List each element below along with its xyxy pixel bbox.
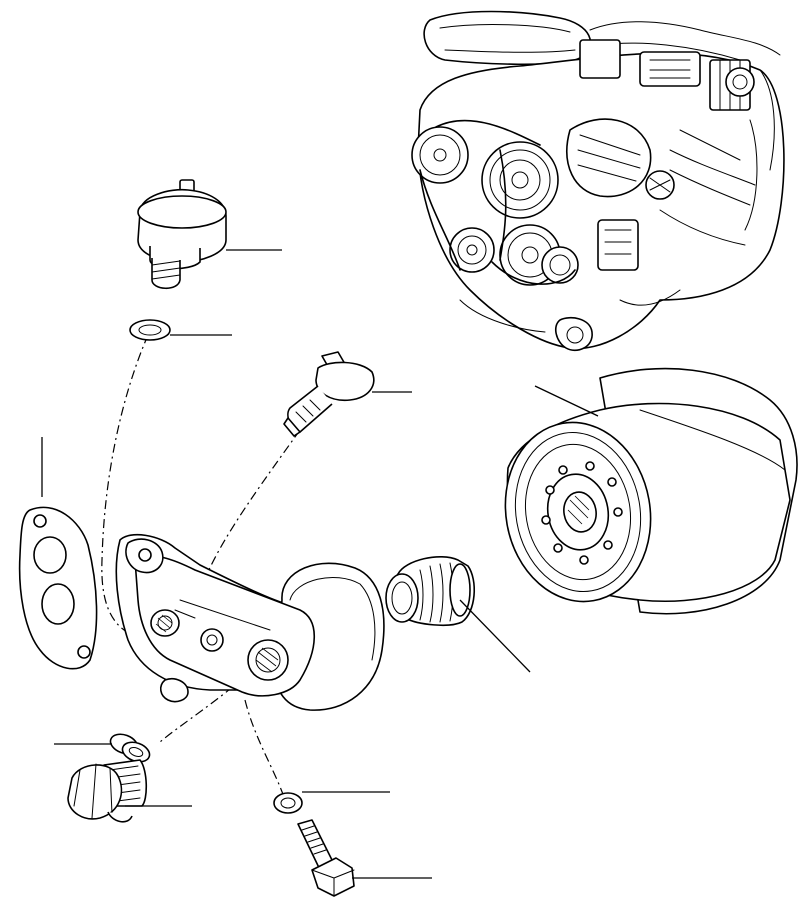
oil-filter	[504, 367, 798, 615]
callout-leaders	[41, 249, 599, 879]
pressure-switch	[137, 179, 227, 290]
washer-bolt	[273, 792, 303, 814]
washer-upper	[129, 319, 171, 341]
temperature-sender	[283, 351, 375, 437]
bolt	[297, 819, 355, 897]
leader-oil-filter	[534, 385, 599, 417]
drain-plug	[67, 759, 148, 823]
filter-adapter-housing	[115, 533, 385, 711]
filter-bolt-holes	[541, 461, 623, 565]
engine-illustration	[411, 10, 785, 352]
threaded-adapter	[385, 556, 476, 627]
gasket	[18, 506, 98, 670]
washer-plug	[109, 733, 151, 763]
leader-threaded-adapter	[459, 599, 531, 673]
